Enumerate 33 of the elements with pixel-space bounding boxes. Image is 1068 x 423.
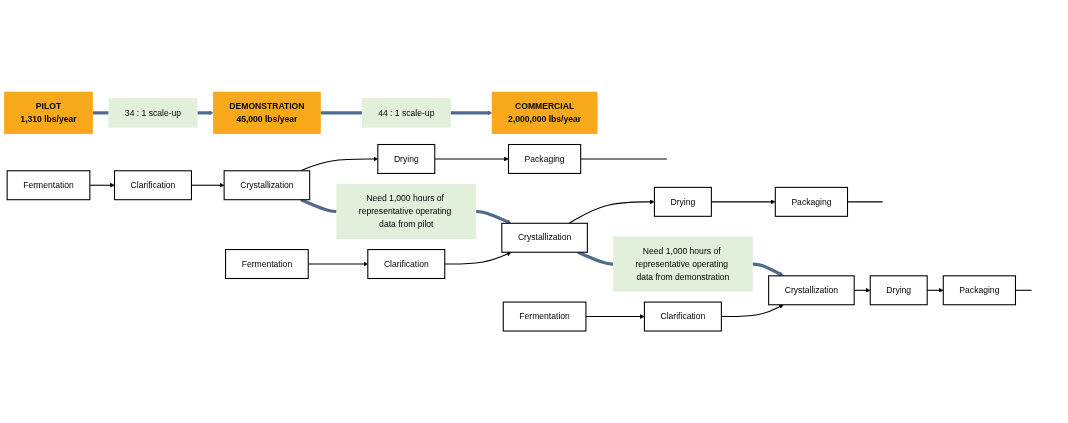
arrow xyxy=(475,209,512,224)
arrow xyxy=(89,182,115,188)
node-box: Packaging xyxy=(507,143,582,174)
arrow xyxy=(752,262,784,277)
node-box: Packaging xyxy=(942,275,1016,306)
node-box: 44 : 1 scale-up xyxy=(361,98,451,128)
node-box: Drying xyxy=(653,186,712,217)
node-box: DEMONSTRATION 45,000 lbs/year xyxy=(213,91,321,135)
connector xyxy=(320,111,363,115)
node-box: Fermentation xyxy=(6,170,91,201)
arrow xyxy=(568,199,655,224)
arrow xyxy=(585,314,645,319)
arrow xyxy=(444,251,512,265)
node-box: Drying xyxy=(377,143,436,174)
node-box: COMMERCIAL 2,000,000 lbs/year xyxy=(491,91,598,135)
node-box: 34 : 1 scale-up xyxy=(108,98,198,128)
node-box: Clarification xyxy=(643,301,722,332)
node-box: Clarification xyxy=(113,170,192,201)
node-box: PILOT 1,310 lbs/year xyxy=(4,91,93,135)
node-box: Fermentation xyxy=(225,249,309,280)
node-box: Need 1,000 hours of representative operating data from demonstration xyxy=(612,236,753,292)
node-box: Crystallization xyxy=(768,275,855,306)
connector xyxy=(300,198,337,214)
node-box: Crystallization xyxy=(223,170,311,201)
node-box: Need 1,000 hours of representative operating data from pilot xyxy=(336,183,477,240)
node-box: Packaging xyxy=(774,186,849,217)
node-box: Crystallization xyxy=(501,222,588,253)
arrow xyxy=(434,156,509,162)
node-box: Drying xyxy=(869,275,928,306)
arrow xyxy=(450,110,493,116)
connector xyxy=(580,158,668,160)
node-box: Fermentation xyxy=(502,301,587,332)
node-box: Clarification xyxy=(367,249,446,280)
